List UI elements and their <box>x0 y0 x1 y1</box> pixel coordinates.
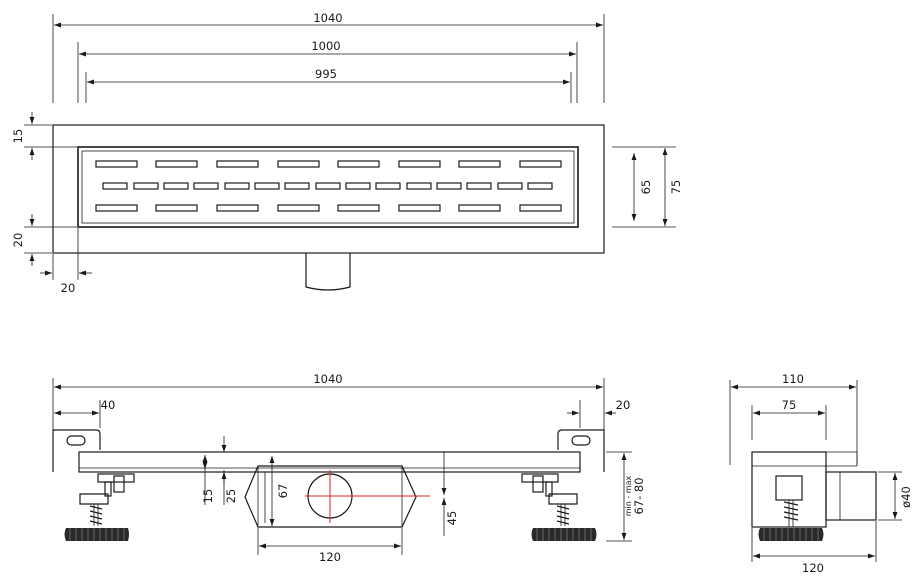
dim-overall-width: 75 <box>669 180 683 195</box>
end-view: 110 75 ø40 120 <box>729 372 913 575</box>
dim-end-inner-width: 75 <box>782 398 797 412</box>
dim-side-offset: 20 <box>61 281 76 295</box>
channel-flange <box>78 451 581 473</box>
dim-channel-length: 1000 <box>311 39 340 53</box>
dim-grate-width: 65 <box>639 180 653 195</box>
side-view: 1040 40 20 <box>52 372 646 564</box>
outlet-pipe-top <box>305 253 351 291</box>
right-bracket <box>557 429 605 472</box>
left-foot-pad <box>64 528 129 541</box>
dim-frame-width: 15 <box>11 129 25 144</box>
dim-adjust-label: min - max <box>624 475 633 516</box>
end-outlet-pipe <box>825 471 877 521</box>
dim-flange-height: 15 <box>201 489 215 504</box>
left-bracket <box>52 429 101 472</box>
dim-adjust-range: 67- 80 <box>632 477 646 514</box>
dim-overall-length-top: 1040 <box>313 11 342 25</box>
dim-left-offset: 40 <box>101 398 116 412</box>
dim-frame-bottom: 20 <box>11 233 25 248</box>
right-foot-pad <box>531 528 597 541</box>
dim-outlet-height: 45 <box>445 511 459 526</box>
frame-outline <box>52 124 605 254</box>
grate-slots <box>95 160 562 212</box>
dim-channel-depth: 25 <box>224 489 238 504</box>
dim-overall-length-side: 1040 <box>313 372 342 386</box>
dim-grate-length: 995 <box>315 67 337 81</box>
dim-body-height: 67 <box>276 484 290 499</box>
right-adjustable-foot <box>521 473 597 541</box>
channel-outline <box>77 146 579 228</box>
dim-outlet-width: 120 <box>319 550 341 564</box>
top-view: 1040 1000 995 <box>11 11 683 295</box>
dim-end-overall-width: 110 <box>782 372 804 386</box>
dim-outlet-diameter: ø40 <box>899 486 913 508</box>
dim-end-base-width: 120 <box>802 561 824 575</box>
dim-right-offset: 20 <box>616 398 631 412</box>
end-foot-pad <box>758 528 824 541</box>
left-adjustable-foot <box>64 473 135 541</box>
